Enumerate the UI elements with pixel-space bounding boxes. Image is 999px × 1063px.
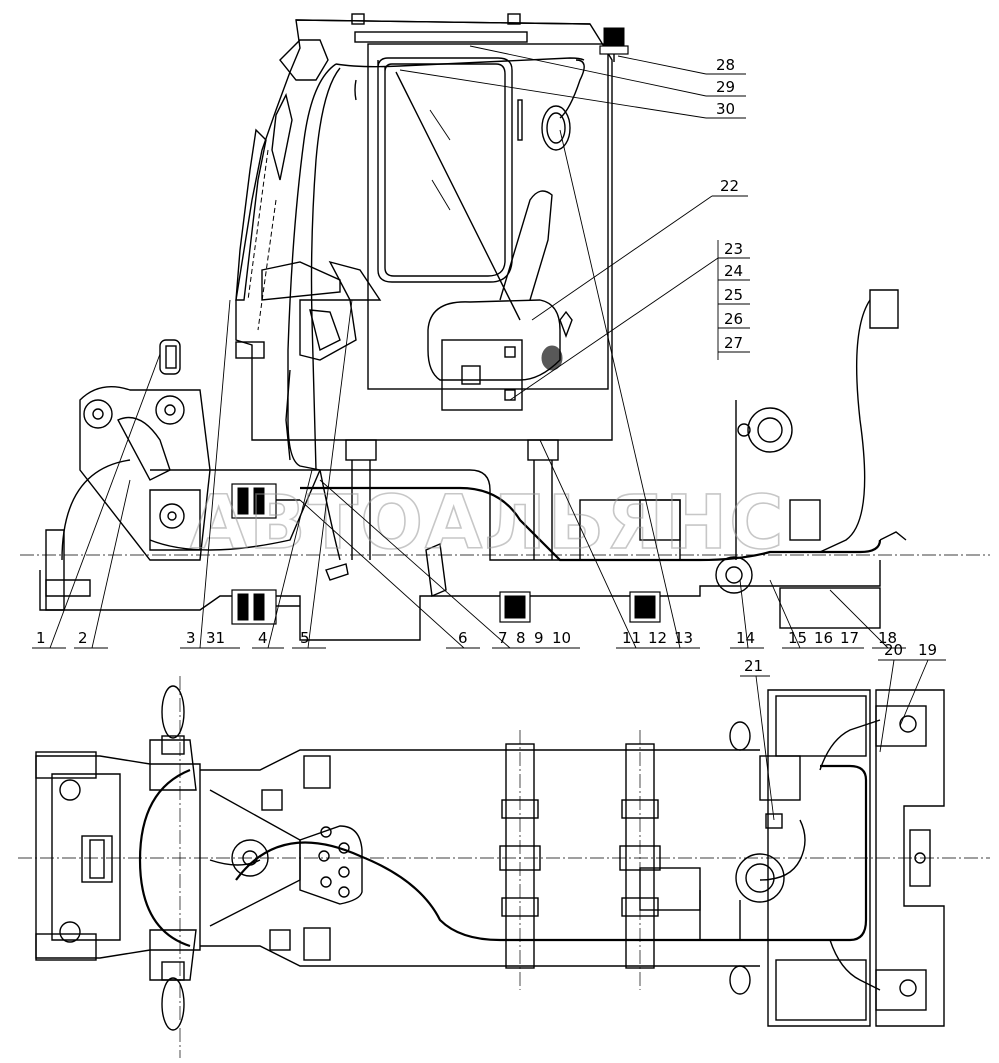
- callout-25: 25: [724, 286, 743, 304]
- callout-9: 9: [534, 629, 544, 647]
- callout-1: 1: [36, 629, 46, 647]
- callout-4: 4: [258, 629, 268, 647]
- callout-10: 10: [552, 629, 571, 647]
- top-harness: [138, 719, 881, 991]
- callout-24: 24: [724, 262, 743, 280]
- callouts-top: 19 20 21: [740, 641, 946, 821]
- callout-7: 7: [498, 629, 508, 647]
- callout-13: 13: [674, 629, 693, 647]
- callout-12: 12: [648, 629, 667, 647]
- callout-18: 18: [878, 629, 897, 647]
- connector-block-upper: [231, 483, 300, 519]
- callout-29: 29: [716, 78, 735, 96]
- top-view: [18, 676, 990, 1058]
- callout-6: 6: [458, 629, 468, 647]
- callout-19: 19: [918, 641, 937, 659]
- callout-15: 15: [788, 629, 807, 647]
- callout-5: 5: [300, 629, 310, 647]
- cab-harness: [287, 57, 585, 471]
- front-frame: [35, 685, 201, 1031]
- callout-11: 11: [622, 629, 641, 647]
- callout-2: 2: [78, 629, 88, 647]
- callout-28: 28: [716, 56, 735, 74]
- rear-frame: [767, 689, 945, 1027]
- callout-21: 21: [744, 657, 763, 675]
- callouts-side: 1 2 3 31 4 5 6 7 8 9 10 11 12 13 14 15 1…: [36, 56, 897, 647]
- callout-17: 17: [840, 629, 859, 647]
- callout-20: 20: [884, 641, 903, 659]
- watermark-text: АВТОАЛЬЯНС: [190, 480, 785, 566]
- main-frame: [200, 721, 801, 995]
- callout-23: 23: [724, 240, 743, 258]
- chassis-side: [39, 289, 899, 641]
- side-view: АВТОАЛЬЯНС: [20, 13, 990, 641]
- cab: [235, 13, 629, 441]
- callout-14: 14: [736, 629, 755, 647]
- callout-26: 26: [724, 310, 743, 328]
- callout-8: 8: [516, 629, 526, 647]
- connector-block-lower: [231, 589, 300, 625]
- callout-22: 22: [720, 177, 739, 195]
- callout-27: 27: [724, 334, 743, 352]
- callout-3: 3: [186, 629, 196, 647]
- chassis-harness: [61, 299, 907, 562]
- leader-lines-side: [32, 45, 906, 649]
- callout-16: 16: [814, 629, 833, 647]
- callout-30: 30: [716, 100, 735, 118]
- callout-31: 31: [206, 629, 225, 647]
